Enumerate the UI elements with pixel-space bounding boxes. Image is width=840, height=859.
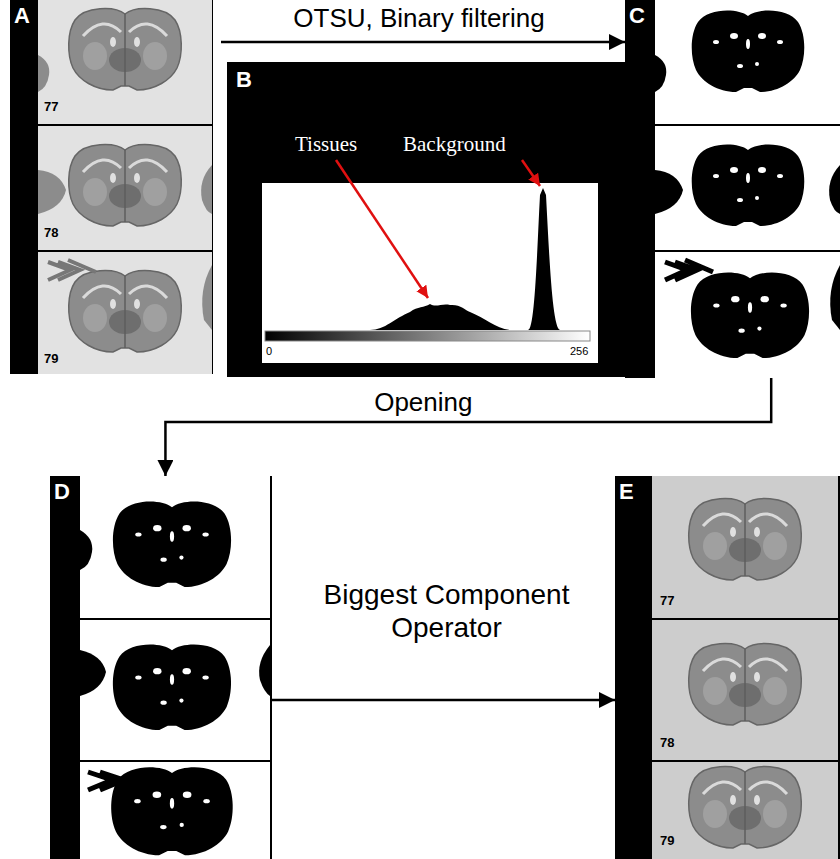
slice-image xyxy=(38,126,212,250)
panel-frame xyxy=(50,476,272,859)
slice-number: 79 xyxy=(44,352,58,367)
panel-letter: C xyxy=(629,3,645,28)
histogram xyxy=(265,188,590,330)
axis-tick: 0 xyxy=(266,345,272,358)
slice-number: 78 xyxy=(660,736,674,751)
panel-frame xyxy=(227,62,628,377)
panel: E 77 78 79 xyxy=(615,476,840,859)
slice-panel: 78 xyxy=(38,126,212,250)
mask-fragment xyxy=(259,645,270,696)
tissue-fragment xyxy=(38,170,66,214)
histogram-panel: B Tissues Background 0 256 xyxy=(227,62,628,377)
tissue-fragment xyxy=(48,260,96,280)
brain-section xyxy=(689,767,802,848)
brain-section xyxy=(69,9,182,90)
panel-letter: E xyxy=(619,479,634,504)
binary-mask xyxy=(111,767,233,855)
mask-image xyxy=(655,252,840,378)
brain-section xyxy=(69,145,182,226)
panel-frame xyxy=(615,476,840,859)
histogram-label: Tissues xyxy=(295,132,357,156)
tissue-fragment xyxy=(38,55,49,92)
binary-mask xyxy=(692,11,805,92)
slice-image xyxy=(652,476,838,618)
panel: C xyxy=(625,0,840,378)
binary-mask xyxy=(691,273,809,358)
gray-scale-bar xyxy=(265,331,590,341)
slice-number: 78 xyxy=(44,226,58,241)
brain-section xyxy=(689,499,802,580)
panel-letter: D xyxy=(54,479,70,504)
binary-mask xyxy=(113,645,231,730)
tissue-fragment xyxy=(202,265,212,330)
step-label: OTSU, Binary filtering xyxy=(293,3,544,34)
binary-mask xyxy=(113,502,231,587)
panel-frame xyxy=(625,0,840,378)
mask-fragment xyxy=(80,650,106,696)
mask-fragment xyxy=(655,55,666,92)
step-label: Opening xyxy=(374,387,472,418)
process-arrow xyxy=(272,699,615,702)
slice-image xyxy=(652,620,838,760)
mask-fragment xyxy=(80,530,92,570)
mask-image xyxy=(655,126,840,250)
panel: A 77 78 79 xyxy=(10,0,213,374)
mask-image xyxy=(80,476,270,618)
slice-image xyxy=(38,252,212,374)
slice-image xyxy=(38,0,212,124)
panel-frame xyxy=(10,0,213,374)
slice-panel: 79 xyxy=(38,252,212,374)
binary-mask xyxy=(692,145,805,226)
mask-fragment xyxy=(88,772,124,790)
process-arrow xyxy=(165,378,771,476)
slice-number: 77 xyxy=(660,594,674,609)
slice-panel: 78 xyxy=(652,620,838,760)
slice-panel: 79 xyxy=(652,762,838,859)
slice-number: 77 xyxy=(44,100,58,115)
pointer-arrow xyxy=(522,160,540,186)
process-arrow xyxy=(221,41,625,44)
slice-number: 79 xyxy=(660,834,674,849)
histogram-label: Background xyxy=(403,132,506,156)
histogram-box xyxy=(262,183,598,363)
panel: D xyxy=(50,476,272,859)
panel-letter: B xyxy=(236,67,252,92)
brain-section xyxy=(69,271,182,352)
mask-image xyxy=(80,762,270,859)
pointer-arrow xyxy=(336,160,428,298)
mask-image xyxy=(80,620,270,760)
mask-image xyxy=(655,0,840,124)
slice-panel: 77 xyxy=(652,476,838,618)
step-label: Biggest Component Operator xyxy=(302,578,592,645)
brain-section xyxy=(689,644,802,725)
tissue-fragment xyxy=(201,165,212,214)
mask-fragment xyxy=(829,165,840,214)
slice-image xyxy=(652,762,838,859)
mask-fragment xyxy=(665,260,713,280)
mask-fragment xyxy=(655,170,683,214)
slice-panel: 77 xyxy=(38,0,212,124)
panel-letter: A xyxy=(14,3,30,28)
axis-tick: 256 xyxy=(570,345,588,358)
mask-fragment xyxy=(830,265,840,330)
